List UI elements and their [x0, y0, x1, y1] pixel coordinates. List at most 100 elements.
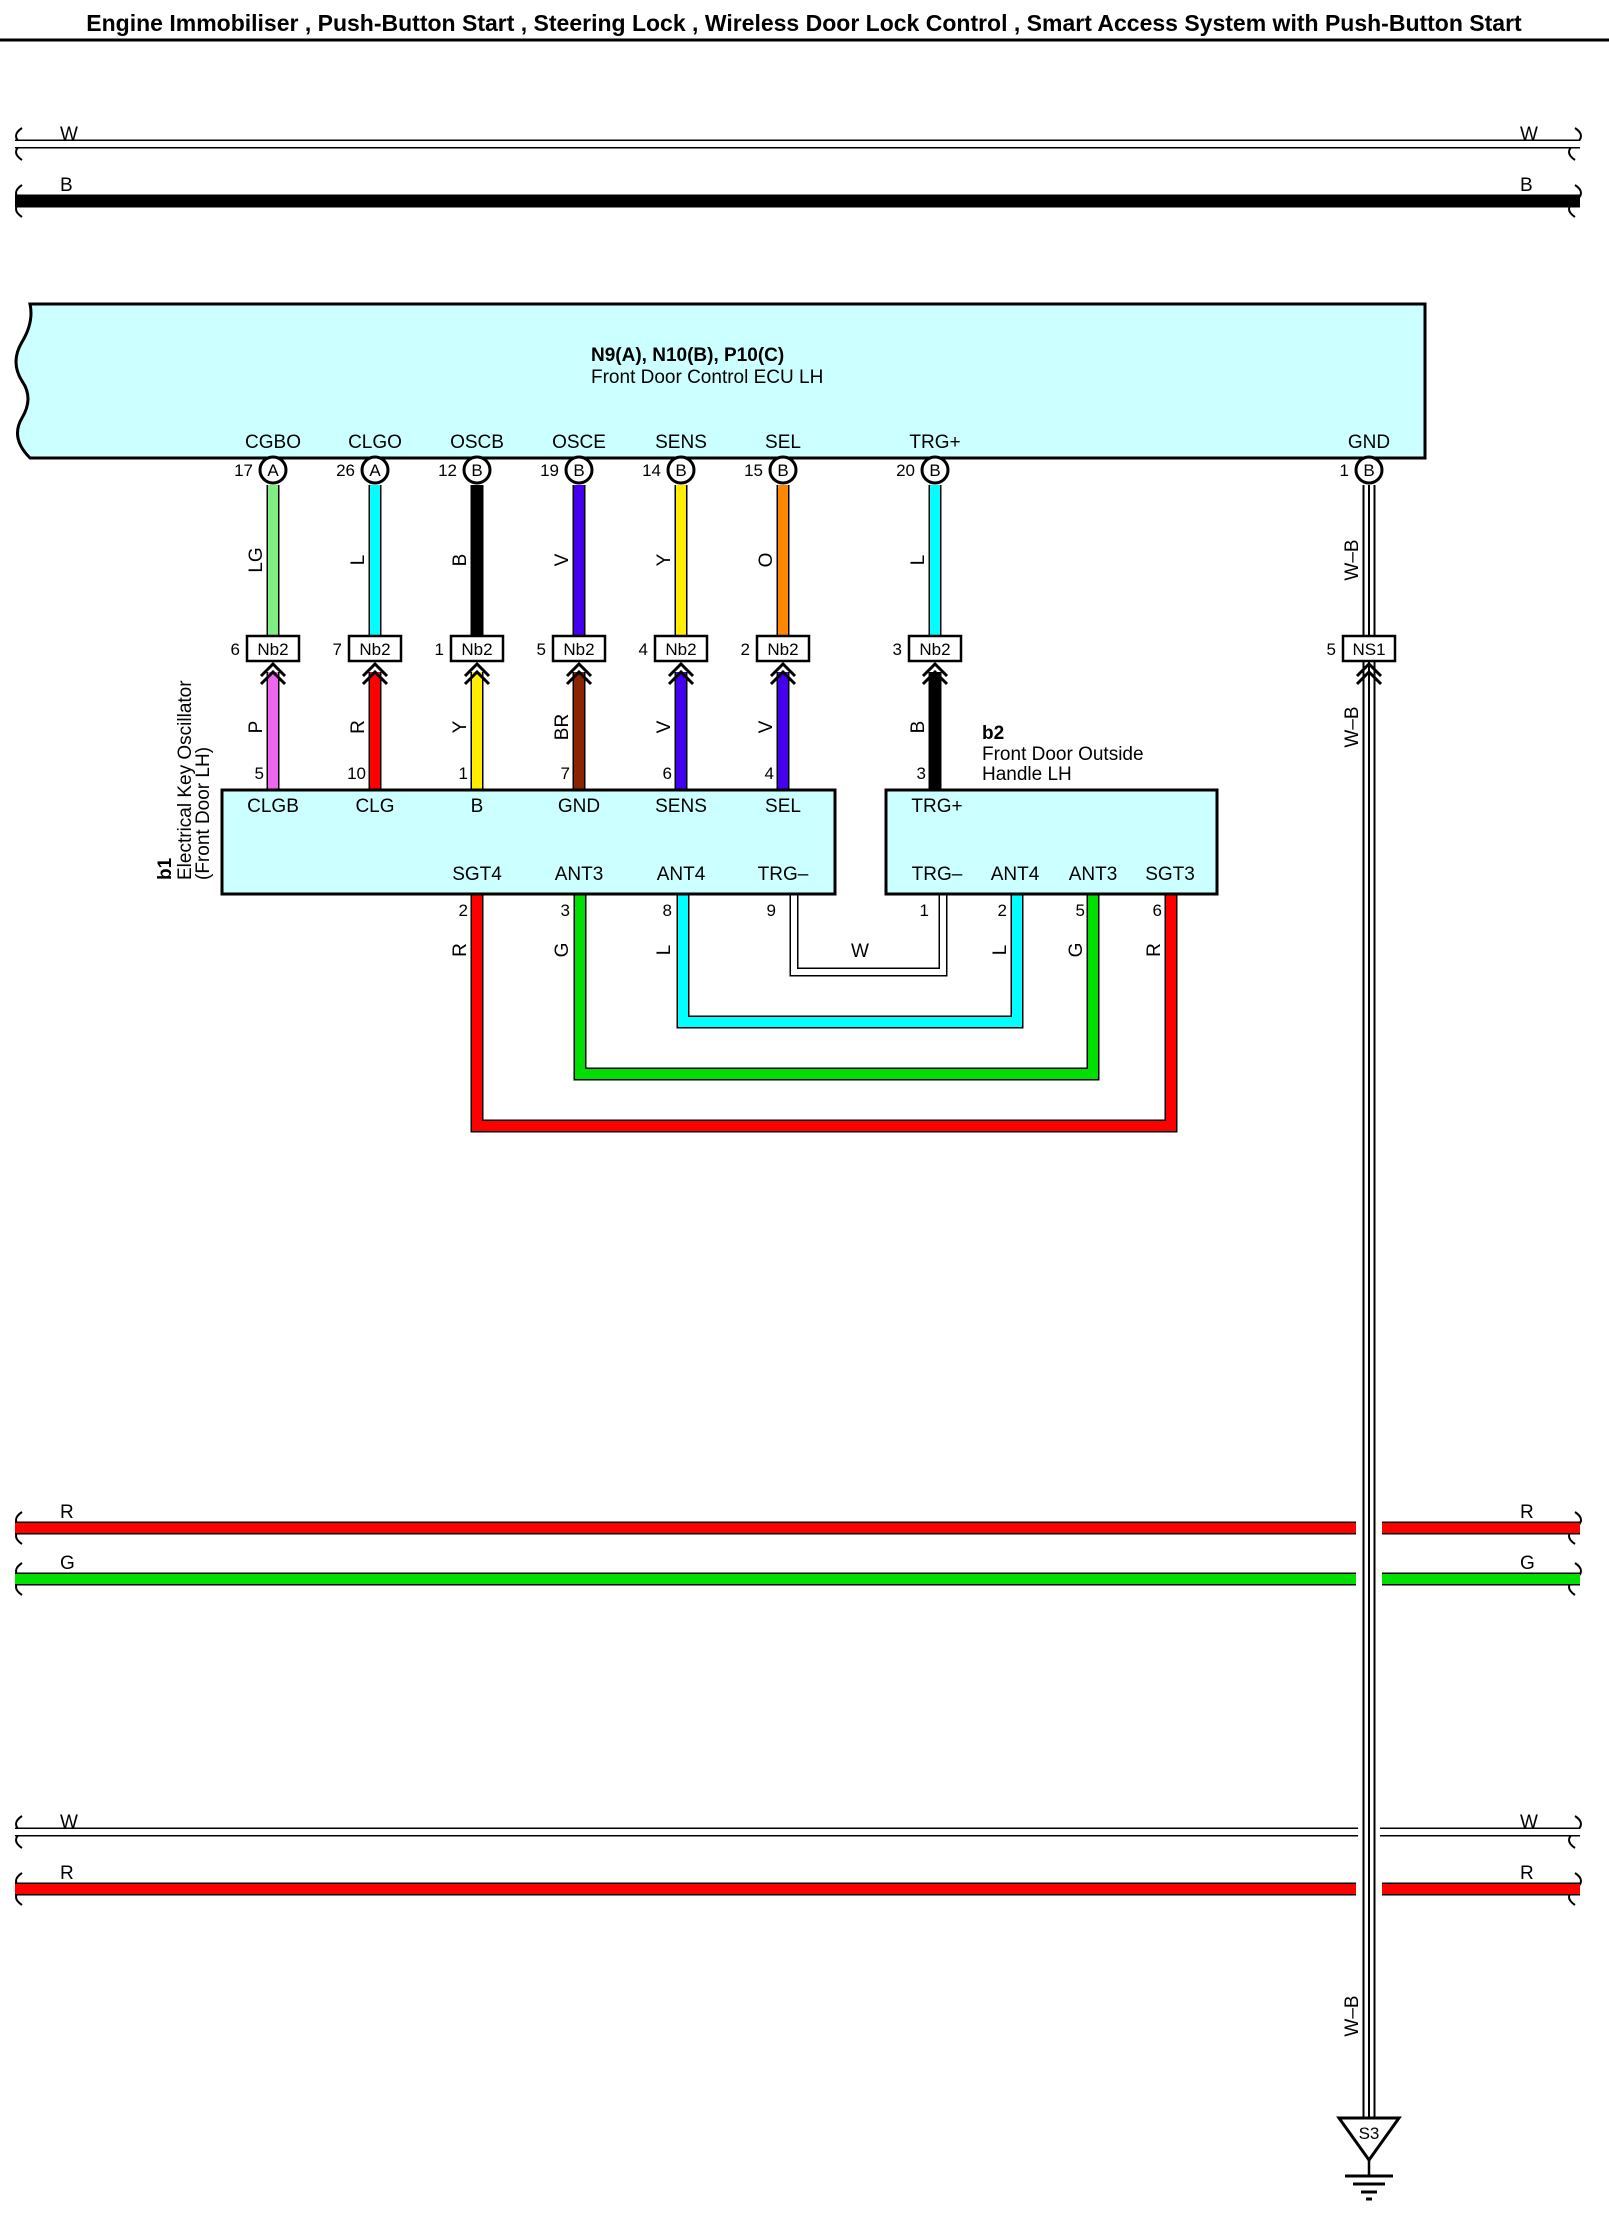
loop-r: [472, 894, 1176, 1131]
ecu-terminal: A 17: [234, 455, 288, 485]
wire-code: P: [246, 721, 267, 734]
b2-pin-number: 2: [998, 901, 1007, 920]
b1-pin-number: 3: [561, 901, 570, 920]
b2-name-2: Handle LH: [982, 764, 1072, 785]
b1-pin-name: SEL: [765, 796, 801, 817]
wire-code: W–B: [1342, 706, 1363, 747]
wire-code: B: [450, 554, 471, 567]
b1-name: Electrical Key Oscillator: [175, 680, 196, 880]
junction-nb2: Nb2 6: [231, 634, 301, 686]
wire-outline: [676, 894, 1024, 1029]
b1-name-2: (Front Door LH): [193, 747, 214, 880]
terminal-connector: B: [675, 461, 686, 480]
terminal-number: 17: [234, 461, 253, 480]
b2-id: b2: [982, 723, 1004, 744]
ecu-terminal: B 19: [540, 455, 594, 485]
junction-label: NS1: [1352, 640, 1385, 659]
junction-nb2: Nb2 3: [893, 634, 963, 686]
b1-pin-number: 10: [347, 764, 366, 783]
wire-color-label-left: R: [60, 1502, 74, 1523]
wire-code: W–B: [1342, 539, 1363, 580]
junction-pin: 5: [1327, 640, 1336, 659]
b1-pin-number: 5: [255, 764, 264, 783]
ecu-terminal: B 12: [438, 455, 492, 485]
b2-pin-number: 1: [920, 901, 929, 920]
upper-wire-codes: LG L B V Y O L W–B: [246, 539, 1363, 580]
wire-code: Y: [654, 553, 675, 566]
wire-code: L: [348, 555, 369, 566]
b2-pin-name: TRG+: [911, 796, 962, 817]
wire-code: BR: [552, 714, 573, 740]
chevron-up-icon: [667, 661, 695, 686]
chevron-up-icon: [259, 661, 287, 686]
wire-code: R: [450, 943, 471, 957]
ecu-connectors: N9(A), N10(B), P10(C): [591, 345, 784, 366]
junction-label: Nb2: [359, 640, 390, 659]
junction-pin: 6: [231, 640, 240, 659]
ecu-pin-name: SEL: [765, 432, 801, 453]
wire-code: Y: [450, 720, 471, 733]
terminal-connector: B: [1363, 461, 1374, 480]
antenna-loops: [470, 894, 1178, 1133]
ecu-body: [14, 302, 1427, 460]
b1-pin-name: ANT3: [555, 864, 604, 885]
title-block: Engine Immobiliser , Push-Button Start ,…: [0, 10, 1609, 42]
junction-label: Nb2: [257, 640, 288, 659]
terminal-connector: A: [267, 461, 279, 480]
junction-nb2: Nb2 5: [537, 634, 607, 686]
junction-pin: 1: [435, 640, 444, 659]
terminal-number: 15: [744, 461, 763, 480]
b1-body: [220, 788, 837, 896]
junction-box: [653, 634, 709, 663]
bus-r-middle: R R: [15, 1502, 1582, 1545]
b1-pin-number: 2: [459, 901, 468, 920]
terminal-circle: [360, 455, 390, 485]
wire-color-label-right: B: [1520, 175, 1533, 196]
b1-pin-number: 6: [663, 764, 672, 783]
wire-color-label-left: B: [60, 175, 73, 196]
wire-code: G: [552, 943, 573, 958]
lower-wire-codes: P R Y BR V V B W–B: [246, 706, 1363, 747]
wire-color-label-left: R: [60, 1863, 74, 1884]
ecu-terminal: B 15: [744, 455, 798, 485]
b1-pin-number: 8: [663, 901, 672, 920]
junction-box: [245, 634, 301, 663]
terminal-circle: [258, 455, 288, 485]
junction-nb2: Nb2 1: [435, 634, 505, 686]
junction-label: Nb2: [767, 640, 798, 659]
terminal-number: 12: [438, 461, 457, 480]
terminal-connector: B: [929, 461, 940, 480]
terminal-number: 14: [642, 461, 661, 480]
ecu-terminal: B 14: [642, 455, 696, 485]
wire-code: W–B: [1342, 1995, 1363, 2036]
junction-pin: 2: [741, 640, 750, 659]
chevron-up-icon: [921, 661, 949, 686]
junction-label: Nb2: [919, 640, 950, 659]
junction-box: [755, 634, 811, 663]
loop-w: [791, 894, 946, 975]
b1-pin-number: 9: [767, 901, 776, 920]
bus-w-lower: W W: [15, 1812, 1582, 1849]
wire-code: G: [1066, 943, 1087, 958]
component-b2-front-door-outside-handle: b2 Front Door Outside Handle LH 3 TRG+ T…: [884, 723, 1219, 920]
junction-nb2: Nb2 7: [333, 634, 403, 686]
ecu-terminal: B 1: [1340, 455, 1384, 485]
junction-box: [1341, 634, 1397, 663]
b1-pin-name: B: [471, 796, 484, 817]
junction-label: Nb2: [665, 640, 696, 659]
b2-pin-name: TRG–: [912, 864, 963, 885]
junction-label: Nb2: [461, 640, 492, 659]
junction-box: [551, 634, 607, 663]
terminal-circle: [768, 455, 798, 485]
b1-pin-name: SGT4: [452, 864, 502, 885]
bus-b-top: B B: [15, 175, 1582, 218]
ground-termination: W–B S3: [1336, 1995, 1402, 2201]
wire-color-label-right: R: [1520, 1502, 1534, 1523]
ecu-pin-name: SENS: [655, 432, 707, 453]
b2-body: [884, 788, 1219, 896]
ecu-name: Front Door Control ECU LH: [591, 367, 823, 388]
wire-code: V: [654, 720, 675, 733]
terminal-number: 19: [540, 461, 559, 480]
diagram-title: Engine Immobiliser , Push-Button Start ,…: [86, 10, 1522, 36]
junction-connectors: Nb2 6 Nb2 7 Nb2 1 Nb2 5 Nb2 4: [231, 634, 1397, 686]
